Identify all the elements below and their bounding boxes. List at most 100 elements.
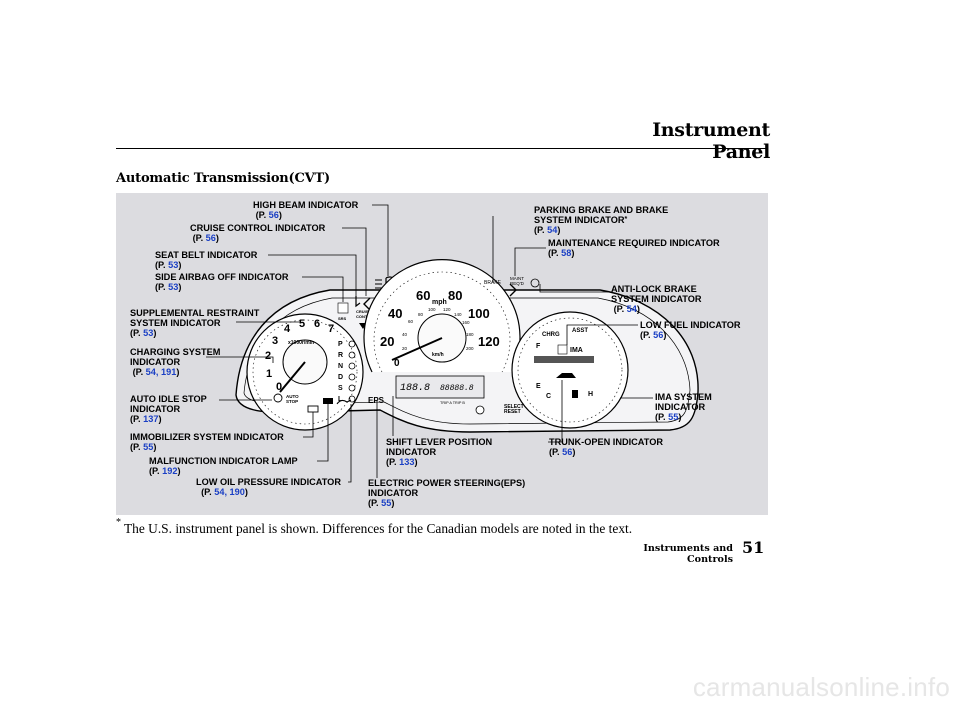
kmh-20: 20 [402, 346, 408, 351]
reset-text: RESET [504, 409, 521, 415]
brake-indicator-text: BRAKE [484, 280, 502, 286]
label-malfunction-indicator-lamp: MALFUNCTION INDICATOR LAMP (P. 192) [149, 456, 298, 476]
eps-indicator-text: EPS [368, 396, 385, 405]
kmh-180: 180 [466, 332, 474, 337]
auto-stop-text-1: AUTO [286, 394, 299, 399]
page-number: 51 [742, 538, 765, 557]
speed-mph-60: 60 [416, 288, 430, 303]
tach-number-0: 0 [276, 381, 282, 393]
label-ima-system-indicator: IMA SYSTEM INDICATOR (P. 55) [655, 392, 712, 422]
footnote: * The U.S. instrument panel is shown. Di… [116, 517, 633, 537]
odometer-value: 188.8 [400, 383, 430, 394]
tach-number-1: 1 [266, 368, 272, 380]
select-text: SELECT [504, 404, 524, 410]
speed-mph-40: 40 [388, 306, 402, 321]
speed-mph-80: 80 [448, 288, 462, 303]
page-title: Instrument Panel [652, 119, 770, 163]
label-parking-brake-indicator: PARKING BRAKE AND BRAKE SYSTEM INDICATOR… [534, 205, 669, 235]
label-side-airbag-off-indicator: SIDE AIRBAG OFF INDICATOR (P. 53) [155, 272, 289, 292]
kmh-60: 60 [408, 319, 414, 324]
tach-number-5: 5 [299, 318, 305, 330]
label-cruise-control-indicator: CRUISE CONTROL INDICATOR (P. 56) [190, 223, 326, 243]
tach-unit: x1000r/min [288, 340, 314, 346]
chrg-label: CHRG [542, 332, 560, 338]
fuel-e: E [536, 383, 541, 390]
kmh-160: 160 [462, 320, 470, 325]
temp-c: C [546, 393, 551, 400]
gear-s: S [338, 385, 343, 392]
label-low-fuel-indicator: LOW FUEL INDICATOR (P. 56) [640, 320, 741, 340]
footnote-text: The U.S. instrument panel is shown. Diff… [124, 521, 633, 536]
tach-number-2: 2 [265, 350, 271, 362]
label-eps-indicator: ELECTRIC POWER STEERING(EPS) INDICATOR (… [368, 478, 526, 508]
auto-stop-text-2: STOP [286, 399, 298, 404]
svg-text:SRS: SRS [338, 316, 347, 321]
malfunction-lamp-icon [323, 398, 333, 404]
label-srs-indicator: SUPPLEMENTAL RESTRAINT SYSTEM INDICATOR … [130, 308, 260, 338]
trunk-open-icon [556, 373, 576, 378]
section-subtitle: Automatic Transmission(CVT) [116, 171, 330, 186]
temp-icon [572, 390, 578, 398]
trip-digits: 88888.8 [440, 384, 474, 393]
tach-number-4: 4 [284, 323, 291, 335]
label-charging-system-indicator: CHARGING SYSTEM INDICATOR (P. 54, 191) [130, 347, 221, 377]
trip-text: TRIP A TRIP B [440, 401, 465, 405]
maint-text-1: MAINT [510, 276, 524, 281]
tach-number-7: 7 [328, 323, 334, 335]
label-trunk-open-indicator: TRUNK-OPEN INDICATOR (P. 56) [549, 437, 663, 457]
label-maintenance-required-indicator: MAINTENANCE REQUIRED INDICATOR (P. 58) [548, 238, 720, 258]
kmh-80: 80 [418, 312, 424, 317]
asst-label: ASST [572, 328, 588, 334]
kmh-200: 200 [466, 346, 474, 351]
cruise-text-2: CONTROL [356, 314, 376, 319]
gear-d: D [338, 374, 343, 381]
label-anti-lock-brake-indicator: ANTI-LOCK BRAKE SYSTEM INDICATOR (P. 54) [611, 284, 702, 314]
kmh-120: 120 [443, 307, 451, 312]
temp-h: H [588, 391, 593, 398]
gear-p: P [338, 341, 343, 348]
tach-number-6: 6 [314, 318, 320, 330]
footnote-marker: * [116, 517, 121, 528]
seat-belt-icon [355, 296, 361, 308]
maint-text-2: REQ'D [510, 281, 525, 286]
ima-gauge-dial [511, 311, 629, 429]
odometer-display [395, 375, 485, 399]
gear-r: R [338, 352, 343, 359]
speed-mph-0: 0 [394, 358, 400, 369]
low-fuel-icon [557, 344, 568, 355]
tachometer-needle [279, 361, 306, 393]
label-seat-belt-indicator: SEAT BELT INDICATOR (P. 53) [155, 250, 258, 270]
label-shift-lever-position-indicator: SHIFT LEVER POSITION INDICATOR (P. 133) [386, 437, 493, 467]
footer-section-name: Instruments and Controls [643, 543, 733, 565]
watermark: carmanualsonline.info [692, 672, 950, 702]
kmh-140: 140 [454, 312, 462, 317]
ima-label: IMA [570, 347, 583, 354]
mph-unit: mph [432, 299, 447, 306]
kmh-unit: km/h [432, 352, 444, 358]
label-low-oil-pressure-indicator: LOW OIL PRESSURE INDICATOR (P. 54, 190) [196, 477, 341, 497]
ima-bar [534, 356, 594, 363]
gear-position-indicator: P R N D S L [338, 340, 356, 403]
cruise-text-1: CRUISE [356, 309, 371, 314]
speedometer-needle [391, 337, 443, 361]
gear-l: L [338, 396, 343, 403]
kmh-scale: 20 40 60 80 100 120 140 160 180 200 [402, 307, 474, 351]
srs-indicator-icon [337, 302, 349, 314]
kmh-100: 100 [428, 307, 436, 312]
kmh-40: 40 [402, 332, 408, 337]
label-high-beam-indicator: HIGH BEAM INDICATOR (P. 56) [253, 200, 359, 220]
right-turn-signal-icon [509, 283, 517, 297]
header-rule [116, 148, 768, 149]
left-turn-signal-icon [363, 297, 371, 311]
speed-mph-120: 120 [478, 334, 500, 349]
abs-icon [530, 278, 540, 288]
tach-number-3: 3 [272, 335, 278, 347]
select-reset-knob-icon [475, 405, 485, 415]
speed-mph-100: 100 [468, 306, 490, 321]
label-auto-idle-stop-indicator: AUTO IDLE STOP INDICATOR (P. 137) [130, 394, 207, 424]
gear-n: N [338, 363, 343, 370]
auto-stop-icon [273, 393, 283, 403]
label-immobilizer-indicator: IMMOBILIZER SYSTEM INDICATOR (P. 55) [130, 432, 284, 452]
oil-pressure-icon [336, 399, 352, 405]
